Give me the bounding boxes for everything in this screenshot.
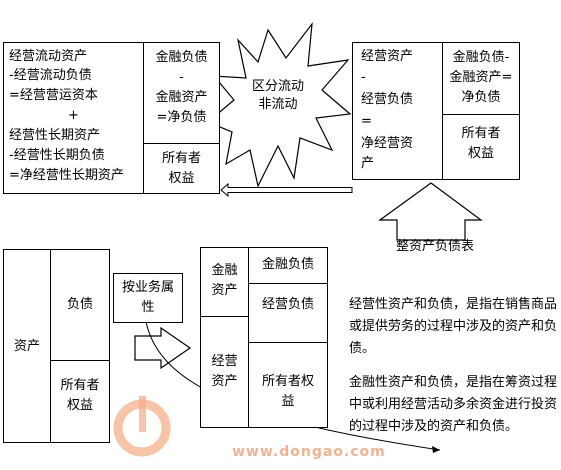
attr-line-1: 按业务属 <box>121 280 174 295</box>
tl-equity-line-1: 所有者 <box>161 151 201 166</box>
burst-label-1: 区分流动 <box>251 79 304 94</box>
tr-line-2: - <box>361 70 366 85</box>
right-arrow <box>134 326 192 370</box>
bm-op-asset-box: 经营 资产 <box>200 316 249 428</box>
arrow-label: 整资产负债表 <box>396 239 475 254</box>
tr-equity-line-2: 权益 <box>467 146 494 161</box>
tl-line-1: 经营流动资产 <box>9 49 88 64</box>
tl-debt-line-1: 金融负债 <box>155 50 208 65</box>
double-arrow-left <box>220 182 353 198</box>
tl-line-7: =净经营性长期资产 <box>9 168 124 183</box>
tl-line-3: =经营营运资本 <box>9 88 98 103</box>
top-right-net-debt-box: 金融负债- 金融资产= 净负债 <box>442 42 520 115</box>
note-financial: 金融性资产和负债，是指在筹资过程中或利用经营活动多余资金进行投资的过程中涉及的资… <box>349 375 558 434</box>
attr-line-2: 性 <box>141 300 155 315</box>
tr-equity-line-1: 所有者 <box>461 126 501 141</box>
top-left-equity-box: 所有者 权益 <box>143 143 220 194</box>
tr-line-3: 经营负债 <box>361 92 414 107</box>
tl-debt-line-2: - <box>179 70 184 85</box>
bl-asset-box: 资产 <box>3 249 51 443</box>
tr-debt-line-3: 净负债 <box>461 90 501 105</box>
tr-line-5: 净经营资 <box>361 136 414 151</box>
bm-fin-asset-line-2: 资产 <box>211 283 238 298</box>
bl-equity-line-1: 所有者 <box>60 378 100 393</box>
top-right-operating-box: 经营资产 - 经营负债 = 净经营资 产 <box>352 42 443 180</box>
curve-arrowhead <box>432 446 440 453</box>
tr-line-4: = <box>361 114 372 129</box>
tl-line-5: 经营性长期资产 <box>9 128 101 143</box>
bl-equity-line-2: 权益 <box>66 398 93 413</box>
note-operating: 经营性资产和负债，是指在销售商品或提供劳务的过程中涉及的资产和负债。 <box>349 297 558 356</box>
top-left-operating-box: 经营流动资产 -经营流动负债 =经营营运资本 + 经营性长期资产 -经营性长期负… <box>3 42 144 194</box>
tr-line-1: 经营资产 <box>361 49 414 64</box>
bm-fin-asset-line-1: 金融 <box>211 263 238 278</box>
tr-line-6: 产 <box>361 156 375 171</box>
bl-liability-box: 负债 <box>50 249 110 361</box>
bm-equity-box: 所有者权 益 <box>248 342 328 428</box>
bm-op-liab-label: 经营负债 <box>261 297 314 312</box>
bm-op-asset-line-1: 经营 <box>211 354 238 369</box>
tl-line-4: + <box>68 108 79 123</box>
burst-label-2: 非流动 <box>258 97 298 112</box>
bm-fin-asset-box: 金融 资产 <box>200 247 249 317</box>
tr-debt-line-2: 金融资产= <box>449 70 513 85</box>
bl-liability-label: 负债 <box>66 297 93 312</box>
tl-debt-line-3: 金融资产 <box>155 90 208 105</box>
bm-fin-liab-box: 金融负债 <box>248 247 328 284</box>
tl-line-6: -经营性长期负债 <box>9 148 105 163</box>
top-right-equity-box: 所有者 权益 <box>442 114 520 180</box>
bl-asset-label: 资产 <box>13 339 40 354</box>
bm-fin-liab-label: 金融负债 <box>261 257 314 272</box>
tl-equity-line-2: 权益 <box>168 171 195 186</box>
tr-debt-line-1: 金融负债- <box>452 50 510 65</box>
burst-shape <box>206 21 352 188</box>
bm-op-liab-box: 经营负债 <box>248 283 328 343</box>
bm-equity-line-1: 所有者权 <box>261 374 314 389</box>
bm-equity-line-2: 益 <box>281 394 295 409</box>
top-left-net-debt-box: 金融负债 - 金融资产 =净负债 <box>143 42 220 144</box>
tl-debt-line-4: =净负债 <box>156 110 207 125</box>
bm-op-asset-line-2: 资产 <box>211 374 238 389</box>
attr-box: 按业务属 性 <box>113 273 183 323</box>
tl-line-2: -经营流动负债 <box>9 68 92 83</box>
bl-equity-box: 所有者 权益 <box>50 360 110 443</box>
up-arrow <box>378 182 483 241</box>
